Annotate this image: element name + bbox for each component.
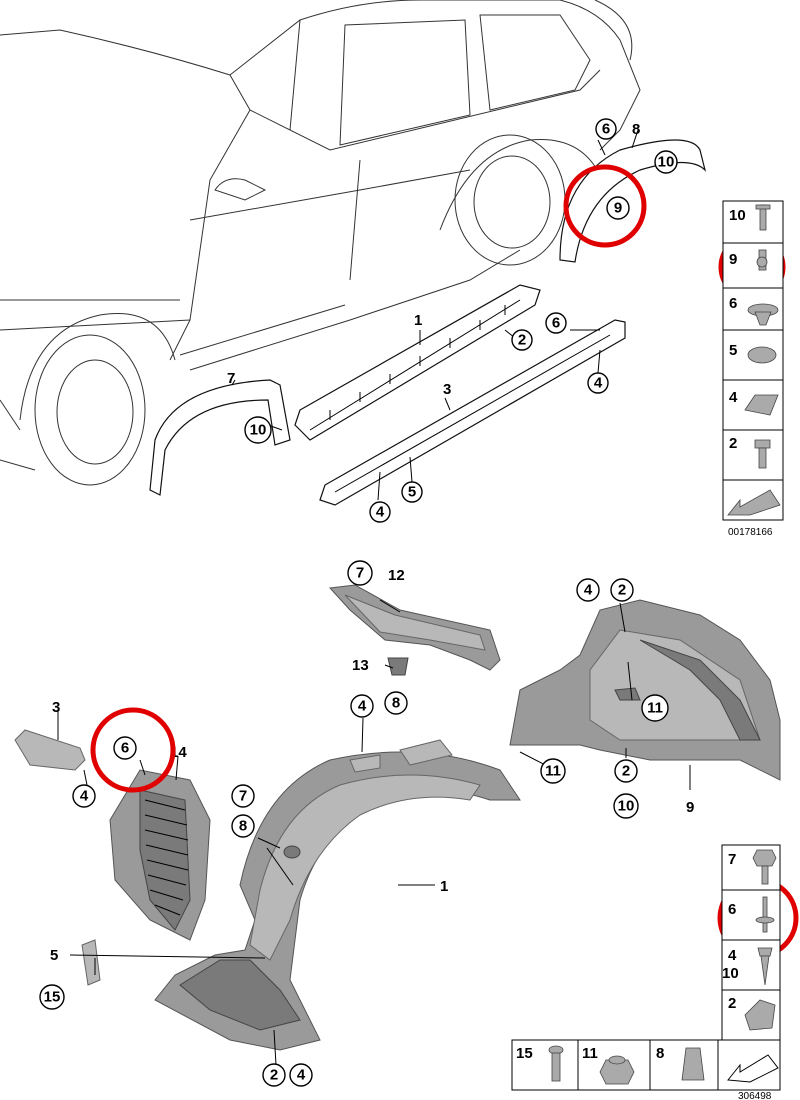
- top-fastener-legend: 10 9 6 5 4 2 00178166: [722, 200, 784, 538]
- grille-clip-icon: [744, 394, 779, 416]
- svg-text:7: 7: [356, 565, 364, 582]
- push-rivet-icon: [548, 1045, 564, 1082]
- car-outline-illustration: [0, 0, 641, 486]
- svg-text:2: 2: [729, 435, 737, 452]
- callout-top-4b: 4: [376, 504, 385, 521]
- svg-text:2: 2: [270, 1067, 278, 1084]
- label-top-3: 3: [443, 381, 451, 398]
- part-13-clip: [387, 657, 409, 676]
- svg-text:3: 3: [52, 699, 60, 716]
- bottom-right-fastener-legend: 7 6 4 10 2: [721, 844, 781, 1041]
- svg-text:11: 11: [582, 1045, 598, 1062]
- svg-text:10: 10: [618, 798, 635, 815]
- callout-top-5: 5: [408, 484, 416, 501]
- screw-icon: [754, 439, 771, 469]
- bottom-callouts: 7 12 4 2 13 8 4 11 3 6 14 4 7 8 11 2 10 …: [39, 560, 694, 1087]
- highlight-circle-trim-9: [563, 164, 647, 248]
- svg-text:12: 12: [388, 567, 405, 584]
- part-3-bracket: [14, 729, 86, 771]
- speed-nut-icon: [744, 999, 776, 1031]
- label-top-7: 7: [227, 370, 235, 387]
- svg-text:9: 9: [729, 251, 737, 268]
- arrow-icon-bottom: [727, 1054, 779, 1083]
- svg-text:7: 7: [239, 788, 247, 805]
- highlight-circle-callout-6: [90, 707, 176, 793]
- svg-text:10: 10: [729, 207, 746, 224]
- svg-text:8: 8: [392, 695, 400, 712]
- svg-text:4: 4: [358, 698, 367, 715]
- callout-top-2: 2: [518, 332, 526, 349]
- bottom-row-fastener-legend: 15 11 8 306498: [511, 1039, 781, 1100]
- label-top-1: 1: [414, 312, 422, 329]
- svg-text:13: 13: [352, 657, 369, 674]
- part-12-cover: [328, 584, 501, 671]
- top-callouts: 6 8 10 9 1 2 6 4 3 7 10 5 4: [227, 118, 678, 523]
- svg-text:15: 15: [44, 989, 61, 1006]
- svg-text:4: 4: [80, 788, 89, 805]
- callout-top-9: 9: [614, 200, 622, 217]
- svg-text:4: 4: [584, 582, 593, 599]
- self-tap-screw-icon: [757, 947, 773, 986]
- callout-top-10a: 10: [658, 154, 675, 171]
- stud-icon: [755, 896, 775, 933]
- sill-bracket: [294, 284, 541, 441]
- svg-text:5: 5: [50, 947, 58, 964]
- nut-icon: [599, 1055, 635, 1085]
- svg-text:11: 11: [647, 700, 663, 717]
- svg-text:4: 4: [297, 1067, 306, 1084]
- hex-bolt-icon: [752, 849, 777, 885]
- label-top-8: 8: [632, 121, 640, 138]
- svg-text:10: 10: [722, 965, 739, 982]
- callout-top-6b: 6: [552, 315, 560, 332]
- callout-top-10b: 10: [250, 422, 267, 439]
- svg-text:8: 8: [656, 1045, 664, 1062]
- rear-wheel-arch-trim: [559, 129, 707, 263]
- clip-nut-icon: [681, 1047, 705, 1081]
- svg-text:4: 4: [728, 947, 737, 964]
- svg-text:9: 9: [686, 799, 694, 816]
- arrow-icon: [727, 489, 781, 516]
- callout-top-4a: 4: [594, 375, 603, 392]
- svg-text:8: 8: [239, 818, 247, 835]
- svg-text:4: 4: [729, 389, 738, 406]
- svg-text:2: 2: [618, 582, 626, 599]
- part-5-plate: [81, 939, 101, 986]
- clip-icon: [747, 303, 779, 326]
- part-14-air-guide: [109, 769, 211, 941]
- svg-text:6: 6: [728, 901, 736, 918]
- svg-text:2: 2: [622, 763, 630, 780]
- svg-text:6: 6: [729, 295, 737, 312]
- callout-top-6a: 6: [602, 121, 610, 138]
- svg-text:2: 2: [728, 995, 736, 1012]
- front-wheel-arch-liner: [154, 739, 521, 1051]
- ref-number-bottom: 306498: [738, 1091, 772, 1100]
- svg-text:11: 11: [545, 763, 561, 780]
- ref-number-top: 00178166: [728, 527, 773, 538]
- front-wheel-arch-trim: [149, 379, 291, 496]
- expansion-nut-icon: [747, 346, 777, 364]
- svg-text:7: 7: [728, 851, 736, 868]
- svg-text:5: 5: [729, 342, 737, 359]
- svg-text:6: 6: [121, 740, 129, 757]
- rear-wheel-arch-liner: [509, 599, 781, 781]
- bottom-leader-lines: [57, 599, 691, 1066]
- side-skirt: [319, 319, 626, 506]
- rivet-icon: [755, 204, 771, 231]
- pin-icon: [756, 249, 768, 271]
- svg-text:15: 15: [516, 1045, 533, 1062]
- svg-text:1: 1: [440, 878, 448, 895]
